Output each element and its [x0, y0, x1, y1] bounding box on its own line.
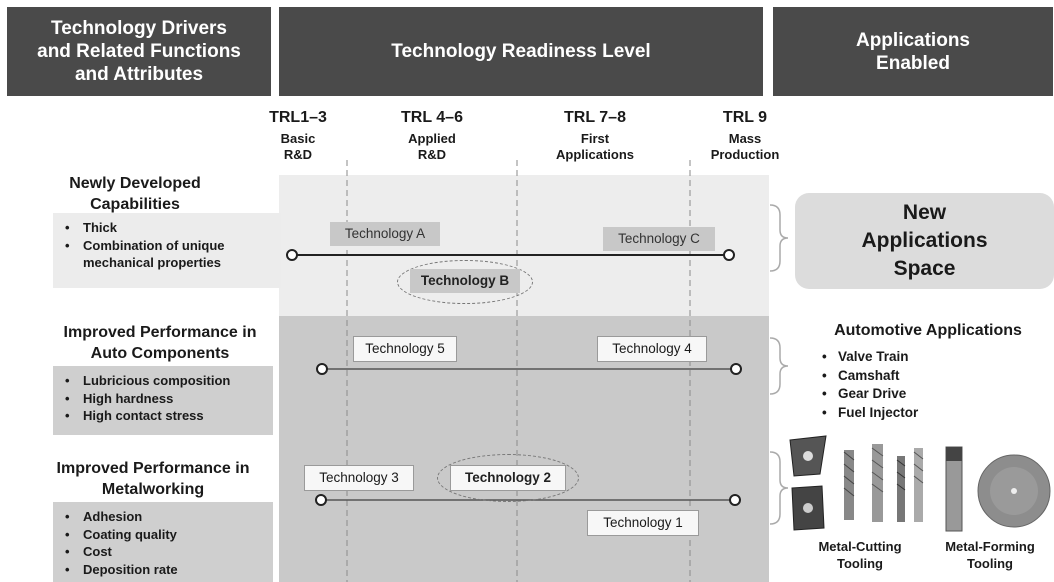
- trl-7-8: TRL 7–8 First Applications: [545, 109, 645, 163]
- attribute-item: Lubricious composition: [61, 372, 263, 390]
- attribute-item: Cost: [61, 543, 263, 561]
- automotive-item: Valve Train: [820, 348, 1000, 367]
- timeline-end-node: [729, 494, 741, 506]
- driver-title-new-capabilities: Newly Developed Capabilities: [69, 175, 201, 213]
- brace-metalworking: [769, 451, 789, 525]
- header-drivers: Technology Drivers and Related Functions…: [7, 7, 271, 96]
- automotive-item: Fuel Injector: [820, 404, 1000, 423]
- attribute-item: Coating quality: [61, 526, 263, 544]
- new-applications-space: New Applications Space: [795, 193, 1054, 289]
- driver-title-auto-components: Improved Performance in Auto Components: [63, 324, 257, 362]
- technology-c: Technology C: [603, 227, 715, 251]
- technology-a: Technology A: [330, 222, 440, 246]
- trl-4-6: TRL 4–6 Applied R&D: [387, 109, 477, 163]
- trl-9-level: TRL 9: [722, 109, 768, 126]
- timeline-start-node: [316, 363, 328, 375]
- attribute-item: Deposition rate: [61, 561, 263, 579]
- trl-1-3-stage: Basic R&D: [280, 131, 316, 162]
- technology-1: Technology 1: [587, 510, 699, 536]
- trl-9-stage: Mass Production: [710, 131, 780, 162]
- metal-cutting-tooling-label: Metal-Cutting Tooling: [818, 539, 902, 571]
- attribute-item: High contact stress: [61, 407, 263, 425]
- trl-7-8-level: TRL 7–8: [564, 109, 626, 126]
- insert-square-icon: [791, 485, 825, 531]
- attribute-item: Adhesion: [61, 508, 263, 526]
- header-applications: Applications Enabled: [773, 7, 1053, 96]
- header-trl: Technology Readiness Level: [279, 7, 763, 96]
- timeline-start-node: [286, 249, 298, 261]
- technology-2-oval: [437, 454, 579, 502]
- forming-pin-icon: [945, 446, 963, 532]
- attribute-list-auto-components: Lubricious composition High hardness Hig…: [53, 366, 273, 435]
- insert-triangle-icon: [789, 435, 827, 477]
- trl-4-6-stage: Applied R&D: [408, 131, 456, 162]
- header-applications-text: Applications Enabled: [855, 29, 970, 74]
- drill-bits-icon: [843, 444, 924, 522]
- forming-disc-icon: [977, 454, 1051, 528]
- automotive-item: Camshaft: [820, 367, 1000, 386]
- brace-auto-components: [769, 337, 789, 395]
- attribute-item: High hardness: [61, 390, 263, 408]
- trl-4-6-level: TRL 4–6: [401, 109, 463, 126]
- technology-5: Technology 5: [353, 336, 457, 362]
- trl-1-3: TRL1–3 Basic R&D: [268, 109, 328, 163]
- timeline-end-node: [730, 363, 742, 375]
- technology-b-oval: [397, 260, 533, 304]
- technology-4: Technology 4: [597, 336, 707, 362]
- header-trl-text: Technology Readiness Level: [391, 41, 651, 62]
- metal-forming-tooling-label: Metal-Forming Tooling: [945, 539, 1035, 571]
- trl-9: TRL 9 Mass Production: [705, 109, 785, 163]
- technology-3: Technology 3: [304, 465, 414, 491]
- metal-forming-tools-picture: [945, 446, 1051, 532]
- new-applications-space-text: New Applications Space: [861, 201, 988, 280]
- attribute-list-new-capabilities: Thick Combination of unique mechanical p…: [53, 213, 281, 288]
- attribute-item: Combination of unique mechanical propert…: [61, 237, 271, 272]
- technology-b: Technology B: [410, 269, 520, 293]
- attribute-list-metalworking: Adhesion Coating quality Cost Deposition…: [53, 502, 273, 582]
- automotive-item: Gear Drive: [820, 385, 1000, 404]
- driver-title-metalworking: Improved Performance in Metalworking: [56, 460, 250, 498]
- header-drivers-text: Technology Drivers and Related Functions…: [37, 18, 241, 85]
- brace-new-capabilities: [769, 204, 789, 272]
- trl-1-3-level: TRL1–3: [269, 109, 327, 126]
- timeline-end-node: [723, 249, 735, 261]
- trl-7-8-stage: First Applications: [555, 131, 634, 162]
- attribute-item: Thick: [61, 219, 271, 237]
- automotive-applications-title: Automotive Applications: [834, 322, 1022, 339]
- technology-2: Technology 2: [450, 465, 566, 491]
- metal-cutting-tools-picture: [789, 435, 924, 531]
- automotive-applications-list: Valve Train Camshaft Gear Drive Fuel Inj…: [820, 348, 1000, 422]
- timeline-start-node: [315, 494, 327, 506]
